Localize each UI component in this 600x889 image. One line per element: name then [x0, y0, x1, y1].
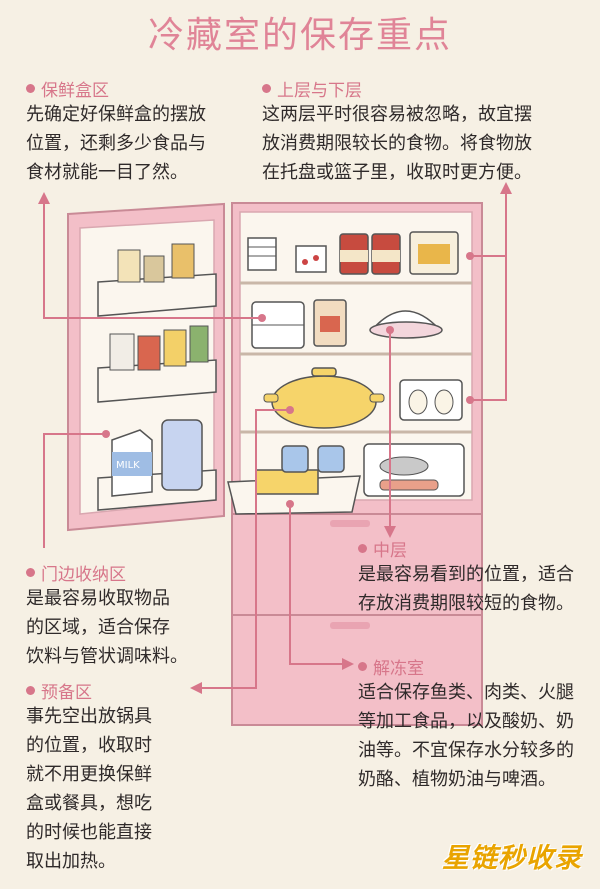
connector-crisper	[43, 200, 262, 319]
text-line: 取出加热。	[26, 851, 116, 872]
middle-heading-text: 中层	[373, 541, 407, 561]
middle-shelf-items	[251, 299, 443, 349]
text-line: 位置，还剩多少食品与	[26, 133, 206, 154]
crisper-box-heading-text: 保鲜盒区	[41, 81, 109, 101]
text-line: 等加工食品，以及酸奶、奶	[358, 711, 574, 732]
text-line: 就不用更换保鲜	[26, 764, 152, 785]
bullet-dot	[358, 544, 367, 553]
thaw-drawer	[227, 443, 465, 515]
upper-lower-heading-text: 上层与下层	[277, 81, 362, 101]
bullet-dot	[262, 84, 271, 93]
text-line: 盒或餐具，想吃	[26, 793, 152, 814]
text-line: 奶酪、植物奶油与啤酒。	[358, 769, 556, 790]
pot-item	[263, 367, 385, 429]
door-heading: 门边收纳区	[26, 560, 126, 585]
thaw-text: 适合保存鱼类、肉类、火腿 等加工食品，以及酸奶、奶 油等。不宜保存水分较多的 奶…	[358, 678, 574, 794]
reserve-text: 事先空出放锅具 的位置，收取时 就不用更换保鲜 盒或餐具，想吃 的时候也能直接 …	[26, 702, 152, 876]
text-line: 存放消费期限较短的食物。	[358, 593, 574, 614]
watermark: 星链秒收录	[442, 843, 582, 874]
upper-lower-text: 这两层平时很容易被忽略，故宜摆 放消费期限较长的食物。将食物放 在托盘或篮子里，…	[262, 100, 532, 187]
crisper-box-text: 先确定好保鲜盒的摆放 位置，还剩多少食品与 食材就能一目了然。	[26, 100, 206, 187]
bullet-dot	[358, 662, 367, 671]
egg-tray	[399, 379, 463, 421]
connector-door	[43, 433, 106, 548]
text-line: 在托盘或篮子里，收取时更方便。	[262, 162, 532, 183]
connector-arrowheads	[38, 182, 512, 694]
text-line: 这两层平时很容易被忽略，故宜摆	[262, 104, 532, 125]
bullet-dot	[26, 686, 35, 695]
reserve-heading: 预备区	[26, 678, 92, 703]
connector-thaw	[289, 504, 346, 665]
milk-label: MILK	[116, 460, 140, 471]
upper-lower-heading: 上层与下层	[262, 76, 362, 101]
drawer-handle-1	[330, 520, 370, 527]
text-line: 事先空出放锅具	[26, 706, 152, 727]
text-line: 放消费期限较长的食物。将食物放	[262, 133, 532, 154]
text-line: 食材就能一目了然。	[26, 162, 188, 183]
drawer-handle-2	[330, 622, 370, 629]
middle-text: 是最容易看到的位置，适合 存放消费期限较短的食物。	[358, 560, 574, 618]
middle-heading: 中层	[358, 536, 407, 561]
text-line: 油等。不宜保存水分较多的	[358, 740, 574, 761]
page-title: 冷藏室的保存重点	[147, 15, 452, 56]
bullet-dot	[26, 568, 35, 577]
connector-lines	[43, 190, 507, 689]
connector-dots	[102, 252, 474, 508]
text-line: 的时候也能直接	[26, 822, 152, 843]
fridge-door: MILK	[67, 202, 225, 532]
text-line: 饮料与管状调味料。	[26, 646, 188, 667]
text-line: 先确定好保鲜盒的摆放	[26, 104, 206, 125]
thaw-heading: 解冻室	[358, 654, 424, 679]
crisper-box-heading: 保鲜盒区	[26, 76, 109, 101]
text-line: 是最容易收取物品	[26, 588, 170, 609]
text-line: 的位置，收取时	[26, 735, 152, 756]
reserve-heading-text: 预备区	[41, 683, 92, 703]
text-line: 适合保存鱼类、肉类、火腿	[358, 682, 574, 703]
connector-lower	[470, 256, 507, 401]
door-text: 是最容易收取物品 的区域，适合保存 饮料与管状调味料。	[26, 584, 188, 671]
thaw-heading-text: 解冻室	[373, 659, 424, 679]
text-line: 的区域，适合保存	[26, 617, 170, 638]
door-heading-text: 门边收纳区	[41, 565, 126, 585]
bullet-dot	[26, 84, 35, 93]
text-line: 是最容易看到的位置，适合	[358, 564, 574, 585]
top-shelf-items	[247, 231, 459, 275]
connector-reserve	[198, 409, 290, 689]
